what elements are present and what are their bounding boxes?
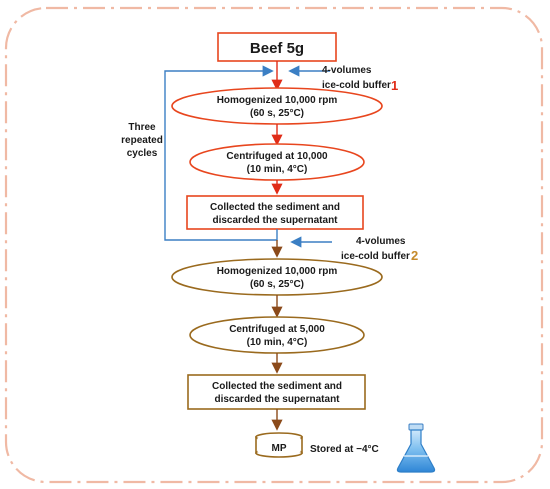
repeat-loop: Three repeated cycles <box>121 65 278 241</box>
outer-frame <box>4 6 544 484</box>
loop-line3: cycles <box>127 148 158 159</box>
stage2-centrifuge-line2: (10 min, 4°C) <box>247 337 308 348</box>
loop-line2: repeated <box>121 135 163 146</box>
stage2-homogenize-line1: Homogenized 10,000 rpm <box>217 266 338 277</box>
flask-icon <box>396 423 436 473</box>
buffer2-line1: 4-volumes <box>356 236 406 247</box>
buffer1-number: 1 <box>391 78 398 93</box>
buffer2-line2: ice-cold buffer <box>341 251 410 262</box>
start-box: Beef 5g <box>217 32 337 62</box>
stage2-homogenize-line2: (60 s, 25°C) <box>250 279 304 290</box>
loop-line1: Three <box>128 122 156 133</box>
stage2-homogenize: Homogenized 10,000 rpm (60 s, 25°C) <box>171 258 383 296</box>
buffer2-input: 4-volumes ice-cold buffer 2 <box>290 236 418 263</box>
stage1-homogenize: Homogenized 10,000 rpm (60 s, 25°C) <box>171 87 383 125</box>
stage2-centrifuge: Centrifuged at 5,000 (10 min, 4°C) <box>189 316 365 354</box>
start-label: Beef 5g <box>250 40 304 57</box>
stage2-collect-line2: discarded the supernatant <box>214 394 340 405</box>
stage1-collect: Collected the sediment and discarded the… <box>186 195 364 230</box>
stage1-collect-line1: Collected the sediment and <box>210 202 340 213</box>
stage1-collect-line2: discarded the supernatant <box>212 215 338 226</box>
product-label: MP <box>272 443 287 454</box>
buffer1-input: 4-volumes ice-cold buffer 1 <box>288 65 398 93</box>
buffer1-line2: ice-cold buffer <box>322 80 391 91</box>
stage1-centrifuge: Centrifuged at 10,000 (10 min, 4°C) <box>189 143 365 181</box>
stage1-homogenize-line2: (60 s, 25°C) <box>250 108 304 119</box>
buffer2-number: 2 <box>411 248 418 263</box>
buffer1-line1: 4-volumes <box>322 65 372 76</box>
stage1-centrifuge-line1: Centrifuged at 10,000 <box>226 151 328 162</box>
dish-icon: MP <box>255 432 303 458</box>
stage2-collect-line1: Collected the sediment and <box>212 381 342 392</box>
stage2-centrifuge-line1: Centrifuged at 5,000 <box>229 324 325 335</box>
storage-label: Stored at −4°C <box>310 444 379 455</box>
stage2-collect: Collected the sediment and discarded the… <box>187 374 366 410</box>
stage1-homogenize-line1: Homogenized 10,000 rpm <box>217 95 338 106</box>
stage1-centrifuge-line2: (10 min, 4°C) <box>247 164 308 175</box>
